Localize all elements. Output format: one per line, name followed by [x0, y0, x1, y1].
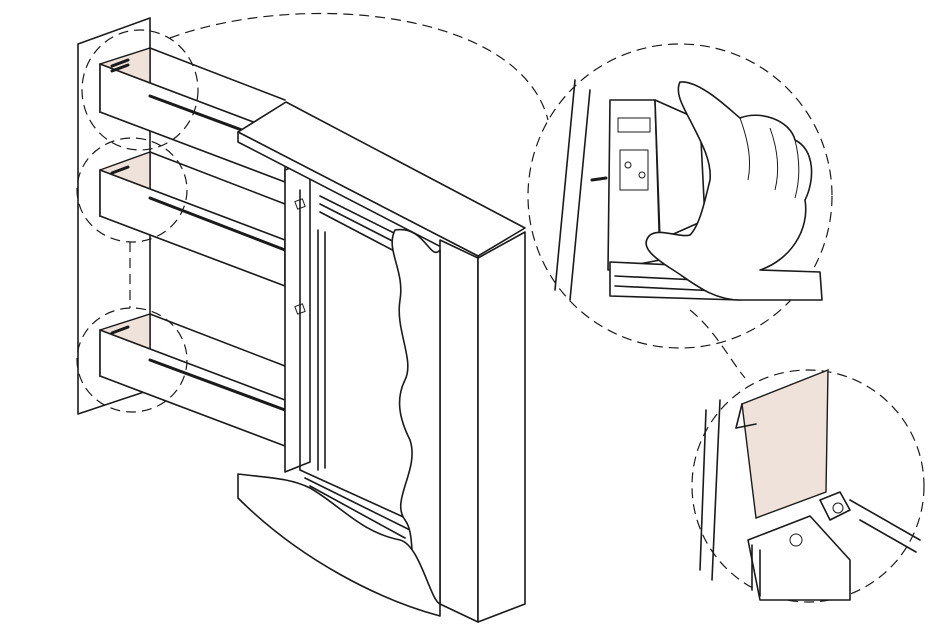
leader-line-bottom	[689, 309, 746, 379]
callout-circle-top	[81, 29, 199, 151]
cable-tray-middle	[99, 151, 287, 287]
door-panel	[237, 228, 526, 623]
detail-callout-clip	[527, 43, 833, 349]
hand-icon	[645, 81, 823, 301]
callout-circle-bottom	[76, 307, 188, 413]
leader-line-top	[169, 12, 549, 121]
cable-tray-bottom	[99, 313, 287, 447]
detail-callout-cover	[691, 368, 925, 603]
cable-tray-top	[99, 47, 287, 183]
cabinet-top-cap	[237, 101, 526, 267]
cabinet-frame	[284, 159, 421, 539]
cover-plate	[741, 368, 829, 519]
callout-circle-middle	[76, 137, 188, 243]
